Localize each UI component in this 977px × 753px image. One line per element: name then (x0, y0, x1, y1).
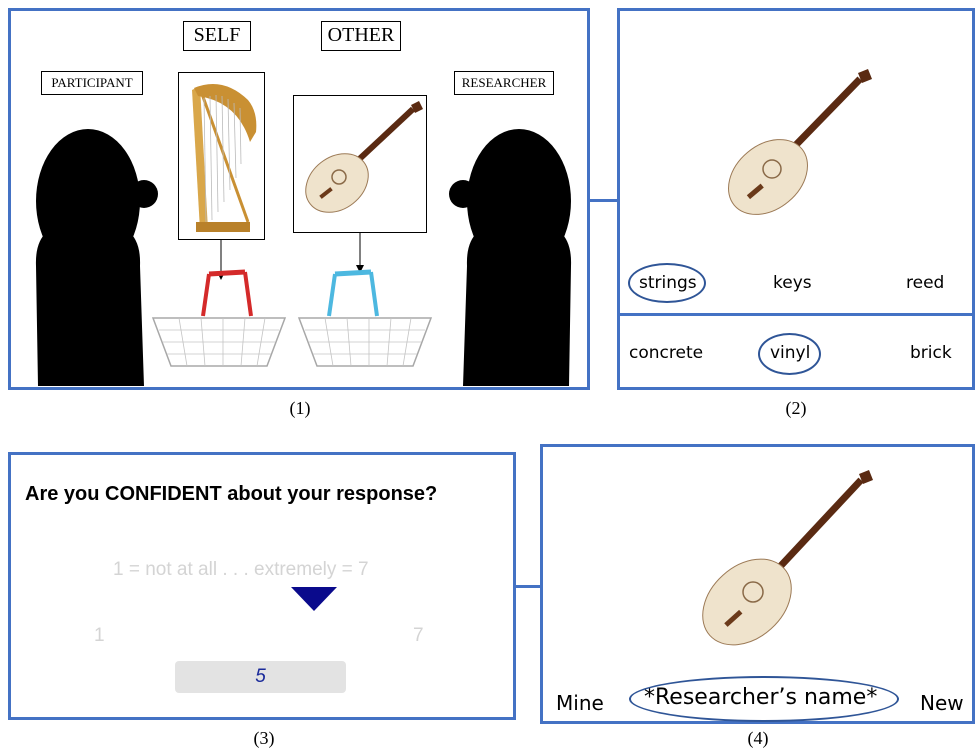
self-label: SELF (183, 21, 251, 51)
option-concrete[interactable]: concrete (629, 343, 704, 363)
scale-min-label: 1 (94, 625, 105, 646)
selected-oval-vinyl (758, 333, 821, 375)
selected-oval-strings (628, 263, 706, 303)
caption-3: (3) (253, 728, 275, 748)
lute-image-frame (293, 95, 427, 233)
scale-marker-triangle[interactable] (291, 587, 337, 613)
connector-1-2 (590, 199, 617, 202)
panel-2-source-memory-top: strings keys reed (617, 8, 975, 316)
confidence-question: Are you CONFIDENT about your response? (25, 483, 438, 505)
participant-silhouette (35, 129, 158, 386)
option-new[interactable]: New (920, 691, 964, 715)
panel-2-source-memory-bottom: concrete vinyl brick (617, 313, 975, 390)
self-basket-red-handle (151, 269, 287, 367)
lute-icon (728, 69, 872, 215)
panel-1-sorting-scene: SELF OTHER PARTICIPANT RESEARCHER (8, 8, 590, 390)
researcher-silhouette (449, 129, 572, 386)
lute-icon (702, 470, 873, 646)
harp-image-frame (178, 72, 265, 240)
arrow-to-other-basket (356, 233, 364, 273)
option-keys[interactable]: keys (773, 273, 812, 293)
participant-label: PARTICIPANT (41, 71, 143, 95)
scale-max-label: 7 (413, 625, 424, 646)
option-mine[interactable]: Mine (556, 691, 604, 715)
panel-4-self-other-judgment: Mine *Researcher’s name* New (540, 444, 975, 724)
panel-3-confidence-rating: Are you CONFIDENT about your response? 1… (8, 452, 516, 720)
lute-icon (305, 101, 423, 213)
caption-1: (1) (289, 398, 311, 418)
connector-3-4 (516, 585, 540, 588)
caption-4: (4) (747, 728, 769, 748)
other-basket-blue-handle (297, 269, 433, 367)
caption-2: (2) (785, 398, 807, 418)
option-brick[interactable]: brick (910, 343, 952, 363)
other-label: OTHER (321, 21, 401, 51)
scale-hint: 1 = not at all . . . extremely = 7 (113, 559, 369, 580)
harp-icon (192, 84, 257, 232)
option-reed[interactable]: reed (906, 273, 945, 293)
response-value-box[interactable]: 5 (175, 661, 346, 693)
researcher-label: RESEARCHER (454, 71, 554, 95)
response-value: 5 (255, 666, 266, 687)
selected-oval-researcher (629, 676, 899, 722)
